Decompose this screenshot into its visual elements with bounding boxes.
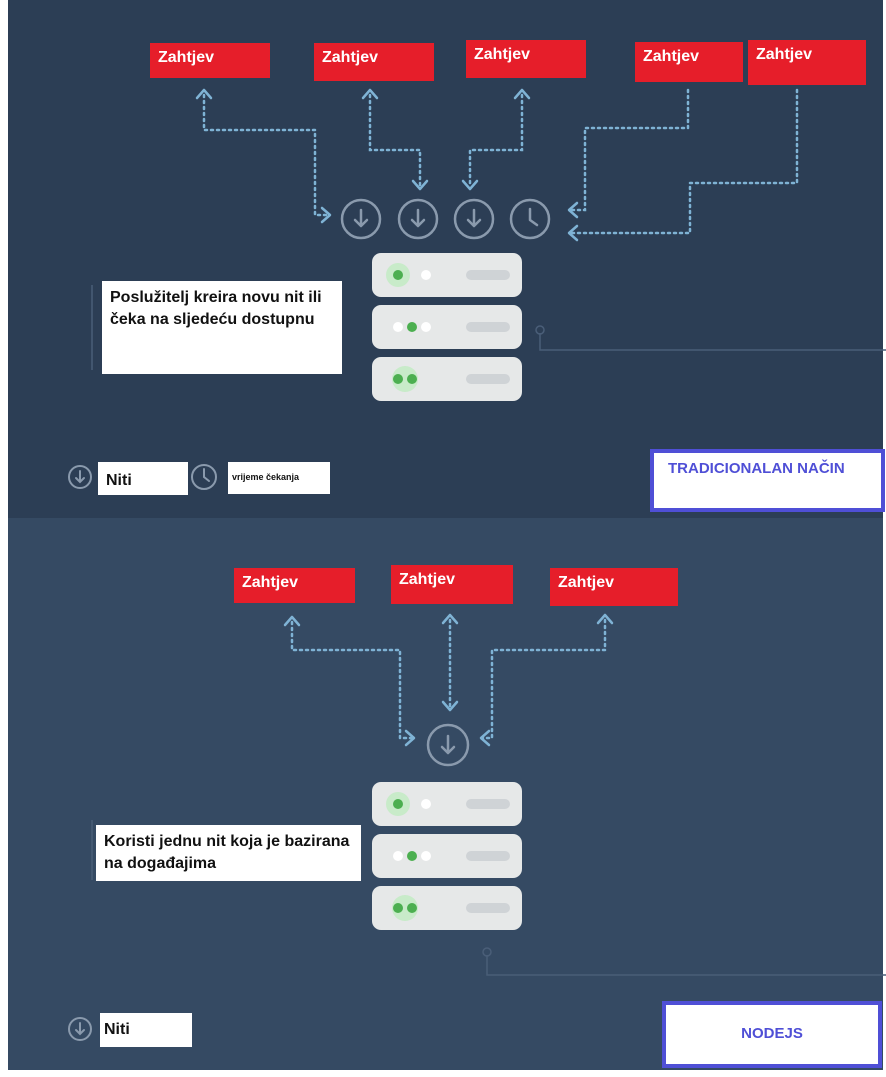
connector-path-4 (568, 88, 690, 212)
legend-threads-label: Niti (98, 462, 188, 495)
request-box: Zahtjev (550, 568, 678, 606)
traditional-tag: TRADICIONALAN NAČIN (650, 449, 885, 512)
request-box: Zahtjev (150, 43, 270, 78)
traditional-note: Poslužitelj kreira novu nit ili čeka na … (102, 281, 342, 374)
legend-wait-label: vrijeme čekanja (228, 462, 330, 494)
connector-path-3 (468, 93, 524, 187)
request-box: Zahtjev (466, 40, 586, 78)
request-box: Zahtjev (391, 565, 513, 604)
request-box: Zahtjev (234, 568, 355, 603)
thread-3-icon (453, 198, 495, 240)
thread-1-icon (340, 198, 382, 240)
request-box: Zahtjev (635, 42, 743, 82)
request-box: Zahtjev (314, 43, 434, 81)
single-thread-icon (426, 723, 470, 767)
nodejs-tag: NODEJS (662, 1001, 882, 1068)
connector-path-2 (368, 93, 422, 187)
connector-path-8 (480, 618, 607, 740)
request-box: Zahtjev (748, 40, 866, 85)
legend-thread-icon (68, 1017, 92, 1041)
server-stack-icon (372, 782, 522, 930)
wait-clock-icon (509, 198, 551, 240)
legend-clock-icon (191, 464, 217, 490)
connector-path-1 (202, 93, 332, 217)
server-stack-icon (372, 253, 522, 401)
traditional-connectors (68, 88, 886, 490)
nodejs-note: Koristi jednu nit koja je bazirana na do… (96, 825, 361, 881)
thread-2-icon (397, 198, 439, 240)
connector-path-5 (568, 88, 799, 235)
connector-path-6 (290, 620, 414, 740)
legend-thread-icon (68, 465, 92, 489)
legend-threads-label: Niti (100, 1013, 192, 1047)
